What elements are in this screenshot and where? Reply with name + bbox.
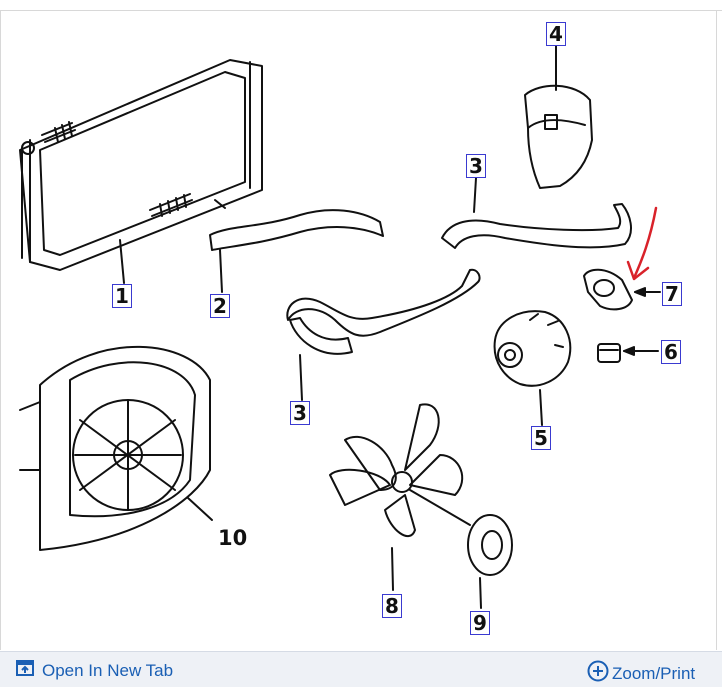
frame-right-border [716, 10, 717, 650]
pulley-drawing [409, 489, 513, 609]
thermostat-drawing [597, 343, 659, 363]
heater-hose-drawing [441, 203, 632, 249]
lower-hose-drawing [286, 268, 481, 337]
upper-hose-drawing [209, 209, 384, 251]
callout-4: 4 [546, 22, 566, 46]
callout-10: 10 [218, 526, 248, 550]
frame-left-border [0, 10, 1, 650]
callout-5: 5 [531, 426, 551, 450]
zoom-print-link[interactable]: Zoom/Print [587, 660, 695, 687]
water-pump-drawing [493, 310, 572, 426]
open-in-new-tab-link[interactable]: Open In New Tab [16, 660, 173, 681]
callout-8: 8 [382, 594, 402, 618]
callout-6: 6 [661, 340, 681, 364]
frame-top-border [0, 10, 722, 11]
callout-3-lower: 3 [290, 401, 310, 425]
callout-3-heater: 3 [466, 154, 486, 178]
callout-2: 2 [210, 294, 230, 318]
callout-1: 1 [112, 284, 132, 308]
thermostat-housing-drawing [583, 268, 661, 311]
open-in-new-tab-label: Open In New Tab [42, 660, 174, 680]
zoom-print-label: Zoom/Print [612, 663, 696, 683]
image-toolbar: Open In New Tab Zoom/Print [0, 651, 722, 687]
reservoir-drawing [524, 84, 593, 189]
callout-9: 9 [470, 611, 490, 635]
fan-shroud-drawing [19, 345, 213, 551]
radiator-drawing [19, 59, 263, 284]
open-in-new-tab-icon [16, 660, 34, 681]
annotation-arrow [632, 206, 658, 280]
zoom-plus-icon [587, 660, 609, 687]
cooling-system-diagram [19, 45, 661, 609]
callout-7: 7 [662, 282, 682, 306]
fan-blade-drawing [329, 403, 464, 591]
